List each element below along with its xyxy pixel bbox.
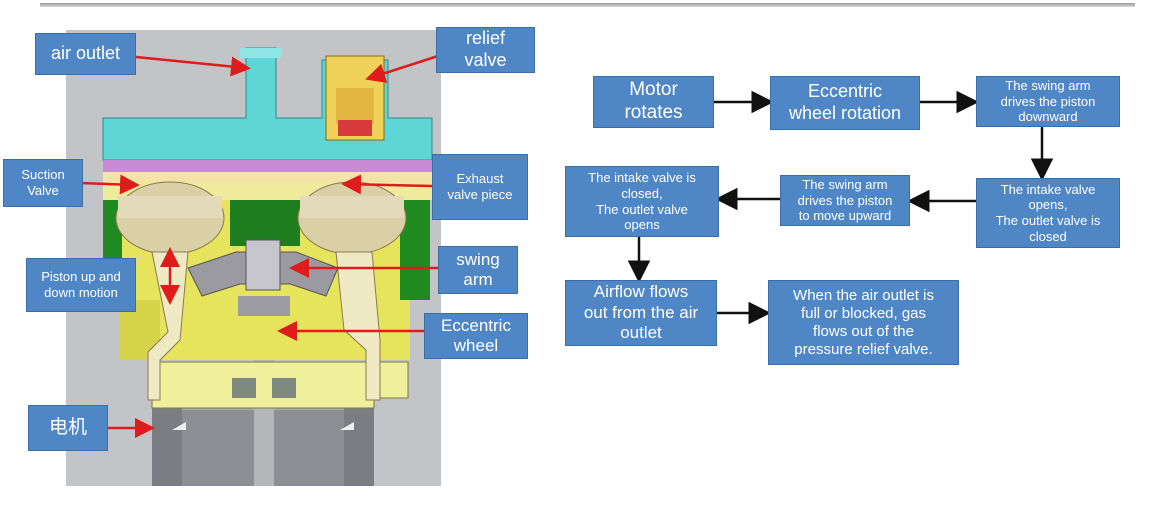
flow-airflow-out: Airflow flows out from the air outlet xyxy=(565,280,717,346)
valve-plate xyxy=(103,160,432,172)
label-swing-arm: swing arm xyxy=(438,246,518,294)
label-motor: 电机 xyxy=(28,405,108,451)
flow-relief: When the air outlet is full or blocked, … xyxy=(768,280,959,365)
label-suction-valve: Suction Valve xyxy=(3,159,83,207)
label-air-outlet: air outlet xyxy=(35,33,136,75)
label-relief-valve: relief valve xyxy=(436,27,535,73)
flow-motor-rotates: Motor rotates xyxy=(593,76,714,128)
flow-intake-open: The intake valve opens, The outlet valve… xyxy=(976,178,1120,248)
label-piston-motion: Piston up and down motion xyxy=(26,258,136,312)
label-eccentric-wheel: Eccentric wheel xyxy=(424,313,528,359)
label-exhaust-valve-piece: Exhaust valve piece xyxy=(432,154,528,220)
flow-piston-upward: The swing arm drives the piston to move … xyxy=(780,175,910,226)
flow-intake-closed: The intake valve is closed, The outlet v… xyxy=(565,166,719,237)
header-rule xyxy=(40,3,1135,7)
flow-piston-downward: The swing arm drives the piston downward xyxy=(976,76,1120,127)
flow-eccentric-rotation: Eccentric wheel rotation xyxy=(770,76,920,130)
